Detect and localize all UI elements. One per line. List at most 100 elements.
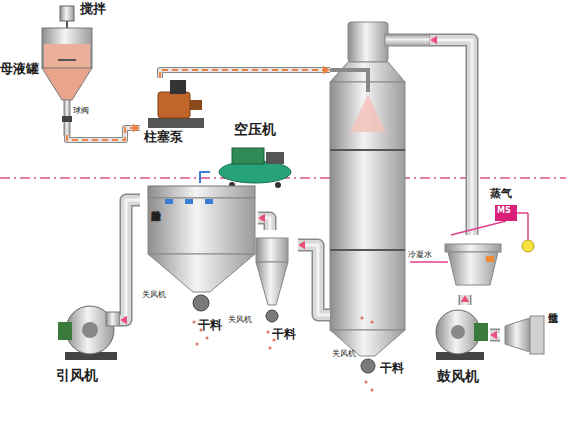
- bag-filter-node: 布袋脉冲除尘器关风机干料: [140, 183, 258, 353]
- equipment-label: 引风机: [56, 368, 98, 383]
- bag-filter-part: [185, 199, 193, 204]
- bag-filter-part: [148, 198, 255, 254]
- induced-fan-node: 引风机: [50, 300, 120, 390]
- duct-body: [460, 295, 470, 305]
- equipment-label: MS: [497, 207, 511, 216]
- induced-draft-fan-part: [106, 312, 120, 326]
- air-heater-part: [445, 244, 501, 252]
- plunger-pump-part: [190, 100, 202, 110]
- arrow-head: [430, 36, 437, 44]
- air-heater-part: [522, 240, 534, 252]
- equipment-label: 关风机: [228, 316, 252, 325]
- pipe-connector: [67, 124, 140, 140]
- blower-fan-part: [474, 323, 488, 341]
- cyclone-separator-part: [269, 347, 272, 350]
- equipment-label: 关风机: [142, 291, 166, 300]
- drying-tower-part: [348, 22, 388, 62]
- duct-body: [298, 245, 330, 315]
- arrow-head: [120, 316, 127, 324]
- bag-filter-part: [196, 343, 199, 346]
- arrow-head: [298, 241, 305, 249]
- feed-pipe-outline: [67, 128, 140, 140]
- bag-filter-part: [165, 199, 173, 204]
- air-heater-part: [448, 252, 498, 285]
- feed-pipe-body: [67, 128, 140, 140]
- mother-liquor-tank-part: [42, 28, 92, 68]
- drying-tower-part: [330, 70, 368, 92]
- duct-body: [120, 200, 140, 320]
- air-line: [200, 172, 210, 183]
- drying-tower-part: [371, 389, 374, 392]
- duct-outline: [459, 295, 472, 305]
- cyclone-separator-part: [256, 262, 288, 305]
- induced-draft-fan-part: [58, 322, 72, 340]
- feed-pipe-outline: [160, 70, 330, 78]
- arrow-head: [323, 66, 330, 74]
- mother-liquor-tank: [42, 6, 92, 136]
- heater-node: 冷凝水: [440, 235, 510, 295]
- pipe-connector: [298, 241, 330, 315]
- bag-filter: [148, 186, 255, 346]
- duct-highlight: [430, 40, 472, 235]
- pipe-connector: [461, 295, 469, 305]
- pipe-connector: [451, 221, 506, 235]
- steam-valve-node: MS: [495, 205, 517, 221]
- air-heater-part: [486, 256, 494, 262]
- equipment-label: 鼓风机: [437, 369, 479, 384]
- bag-filter-part: [193, 295, 209, 311]
- cyclone-separator-part: [267, 331, 270, 334]
- equipment-label: 干料: [380, 362, 404, 375]
- drying-tower-part: [385, 34, 430, 46]
- duct-highlight: [120, 200, 140, 320]
- feed-pipe-body: [160, 70, 330, 78]
- drying-tower-part: [350, 94, 386, 132]
- air-compressor-part: [266, 152, 284, 164]
- equipment-label: 母液罐: [0, 62, 39, 76]
- equipment-label: 冷凝水: [408, 251, 432, 260]
- pipe-connector: [120, 200, 140, 324]
- duct-body: [430, 40, 472, 235]
- duct-outline: [120, 200, 140, 320]
- air-compressor-part: [275, 182, 281, 188]
- equipment-label: 干料: [272, 328, 296, 341]
- pipe-connector: [160, 66, 330, 78]
- equipment-label: 空压机: [234, 122, 276, 137]
- bag-filter-part: [206, 337, 209, 340]
- pipe-connector: [258, 214, 270, 230]
- air-heater-part: [517, 212, 528, 214]
- mother-liquor-tank-part: [62, 116, 72, 122]
- bag-filter-part: [148, 186, 255, 198]
- blower-node: 鼓风机: [425, 305, 490, 390]
- bag-filter-part: [193, 321, 196, 324]
- arrow-head: [461, 295, 469, 302]
- mother-liquor-tank-part: [60, 6, 74, 21]
- air-compressor-part: [232, 148, 264, 164]
- air-filter: [505, 316, 544, 354]
- mother-liquor-tank-part: [42, 68, 92, 100]
- steam-line: [451, 221, 506, 235]
- cyclone-separator-part: [256, 238, 288, 262]
- plunger-pump-part: [148, 118, 204, 128]
- annotation-label: 蒸气: [490, 188, 512, 200]
- plunger-pump: [148, 80, 204, 128]
- tower-node: 关风机干料: [330, 20, 430, 395]
- tank-node: 母液罐搅拌球阀: [0, 0, 115, 135]
- duct-highlight: [298, 245, 330, 315]
- pipe-connector: [490, 331, 500, 339]
- drying-tower-part: [361, 317, 364, 320]
- arrow-head: [133, 124, 140, 132]
- drying-tower-part: [330, 82, 405, 330]
- drying-tower-part: [330, 249, 405, 251]
- equipment-label: 球阀: [73, 107, 89, 116]
- blower-fan-part: [436, 310, 480, 354]
- induced-draft-fan-part: [82, 322, 98, 338]
- blower-fan: [436, 310, 488, 360]
- plunger-pump-part: [158, 92, 190, 118]
- compressor-node: 空压机: [210, 120, 300, 190]
- pump-node: 柱塞泵: [140, 78, 210, 148]
- mother-liquor-tank-part: [44, 44, 90, 68]
- equipment-label: 干料: [198, 319, 222, 332]
